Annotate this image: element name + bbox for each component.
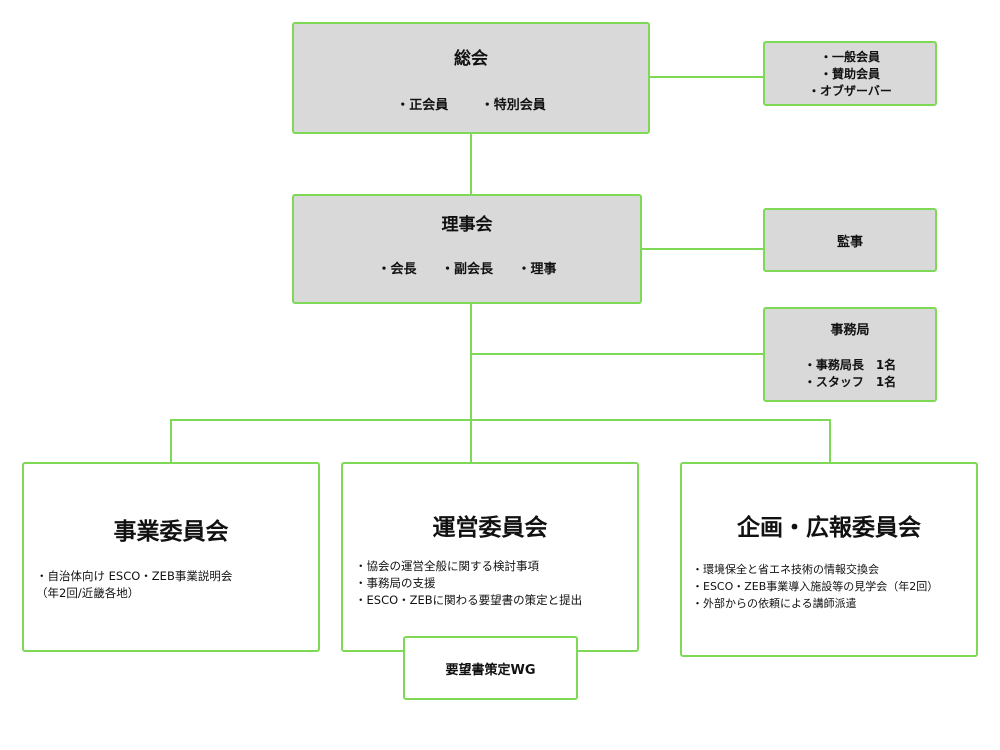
soukai-box: 総会 ・正会員 ・特別会員 (292, 22, 650, 134)
soukai-side-item-general: ・一般会員 (819, 50, 880, 64)
wg-title: 要望書策定WG (445, 662, 536, 678)
rijikai-member-chair: ・会長 (377, 262, 417, 277)
jimukyoku-item-director: ・事務局長 1名 (803, 358, 897, 372)
soukai-side-item-observer: ・オブザーバー (808, 84, 892, 98)
jimukyoku-item-staff: ・スタッフ 1名 (803, 375, 897, 389)
connector-soukai-side (650, 76, 763, 78)
rijikai-member-director: ・理事 (517, 262, 557, 277)
soukai-side-item-supporting: ・賛助会員 (819, 67, 880, 81)
soukai-side-list: ・一般会員 ・賛助会員 ・オブザーバー (765, 49, 935, 100)
committee-management-item-3: ・ESCO・ZEBに関わる要望書の策定と提出 (355, 593, 583, 607)
soukai-side-box: ・一般会員 ・賛助会員 ・オブザーバー (763, 41, 937, 106)
committee-planning-item-1: ・環境保全と省エネ技術の情報交換会 (692, 563, 879, 576)
connector-jimukyoku (471, 353, 763, 355)
committee-planning-item-3: ・外部からの依頼による講師派遣 (692, 597, 857, 610)
committee-planning-list: ・環境保全と省エネ技術の情報交換会 ・ESCO・ZEB事業導入施設等の見学会（年… (692, 561, 970, 612)
rijikai-members: ・会長 ・副会長 ・理事 (294, 258, 640, 277)
soukai-member-regular: ・正会員 (396, 98, 449, 113)
jimukyoku-box: 事務局 ・事務局長 1名 ・スタッフ 1名 (763, 307, 937, 402)
committee-business-title: 事業委員会 (113, 519, 229, 545)
kanji-box: 監事 (763, 208, 937, 272)
committee-business-list: ・自治体向け ESCO・ZEB事業説明会 （年2回/近畿各地） (36, 568, 312, 602)
rijikai-member-vice-chair: ・副会長 (440, 262, 493, 277)
committee-business-box: 事業委員会 ・自治体向け ESCO・ZEB事業説明会 （年2回/近畿各地） (22, 462, 320, 652)
committee-business-item-2: （年2回/近畿各地） (36, 586, 140, 600)
committee-planning-box: 企画・広報委員会 ・環境保全と省エネ技術の情報交換会 ・ESCO・ZEB事業導入… (680, 462, 978, 657)
rijikai-title: 理事会 (441, 215, 493, 235)
soukai-members: ・正会員 ・特別会員 (294, 94, 648, 113)
jimukyoku-title: 事務局 (830, 323, 870, 338)
wg-box: 要望書策定WG (403, 636, 578, 700)
connector-committee-right (829, 419, 831, 462)
committee-planning-title: 企画・広報委員会 (737, 515, 921, 541)
connector-committee-left (170, 419, 172, 462)
committee-business-item-1: ・自治体向け ESCO・ZEB事業説明会 (36, 569, 233, 583)
connector-committees-horizontal (170, 419, 831, 421)
soukai-title: 総会 (454, 49, 488, 69)
connector-rijikai-down (470, 304, 472, 462)
committee-management-title: 運営委員会 (432, 515, 548, 541)
connector-soukai-rijikai (470, 134, 472, 194)
committee-planning-item-2: ・ESCO・ZEB事業導入施設等の見学会（年2回） (692, 580, 939, 593)
committee-management-item-2: ・事務局の支援 (355, 576, 436, 590)
jimukyoku-list: ・事務局長 1名 ・スタッフ 1名 (765, 357, 935, 391)
committee-management-box: 運営委員会 ・協会の運営全般に関する検討事項 ・事務局の支援 ・ESCO・ZEB… (341, 462, 639, 652)
committee-management-list: ・協会の運営全般に関する検討事項 ・事務局の支援 ・ESCO・ZEBに関わる要望… (355, 558, 631, 609)
connector-rijikai-kanji (642, 248, 763, 250)
kanji-title: 監事 (836, 234, 863, 250)
rijikai-box: 理事会 ・会長 ・副会長 ・理事 (292, 194, 642, 304)
soukai-member-special: ・特別会員 (480, 98, 546, 113)
committee-management-item-1: ・協会の運営全般に関する検討事項 (355, 559, 539, 573)
